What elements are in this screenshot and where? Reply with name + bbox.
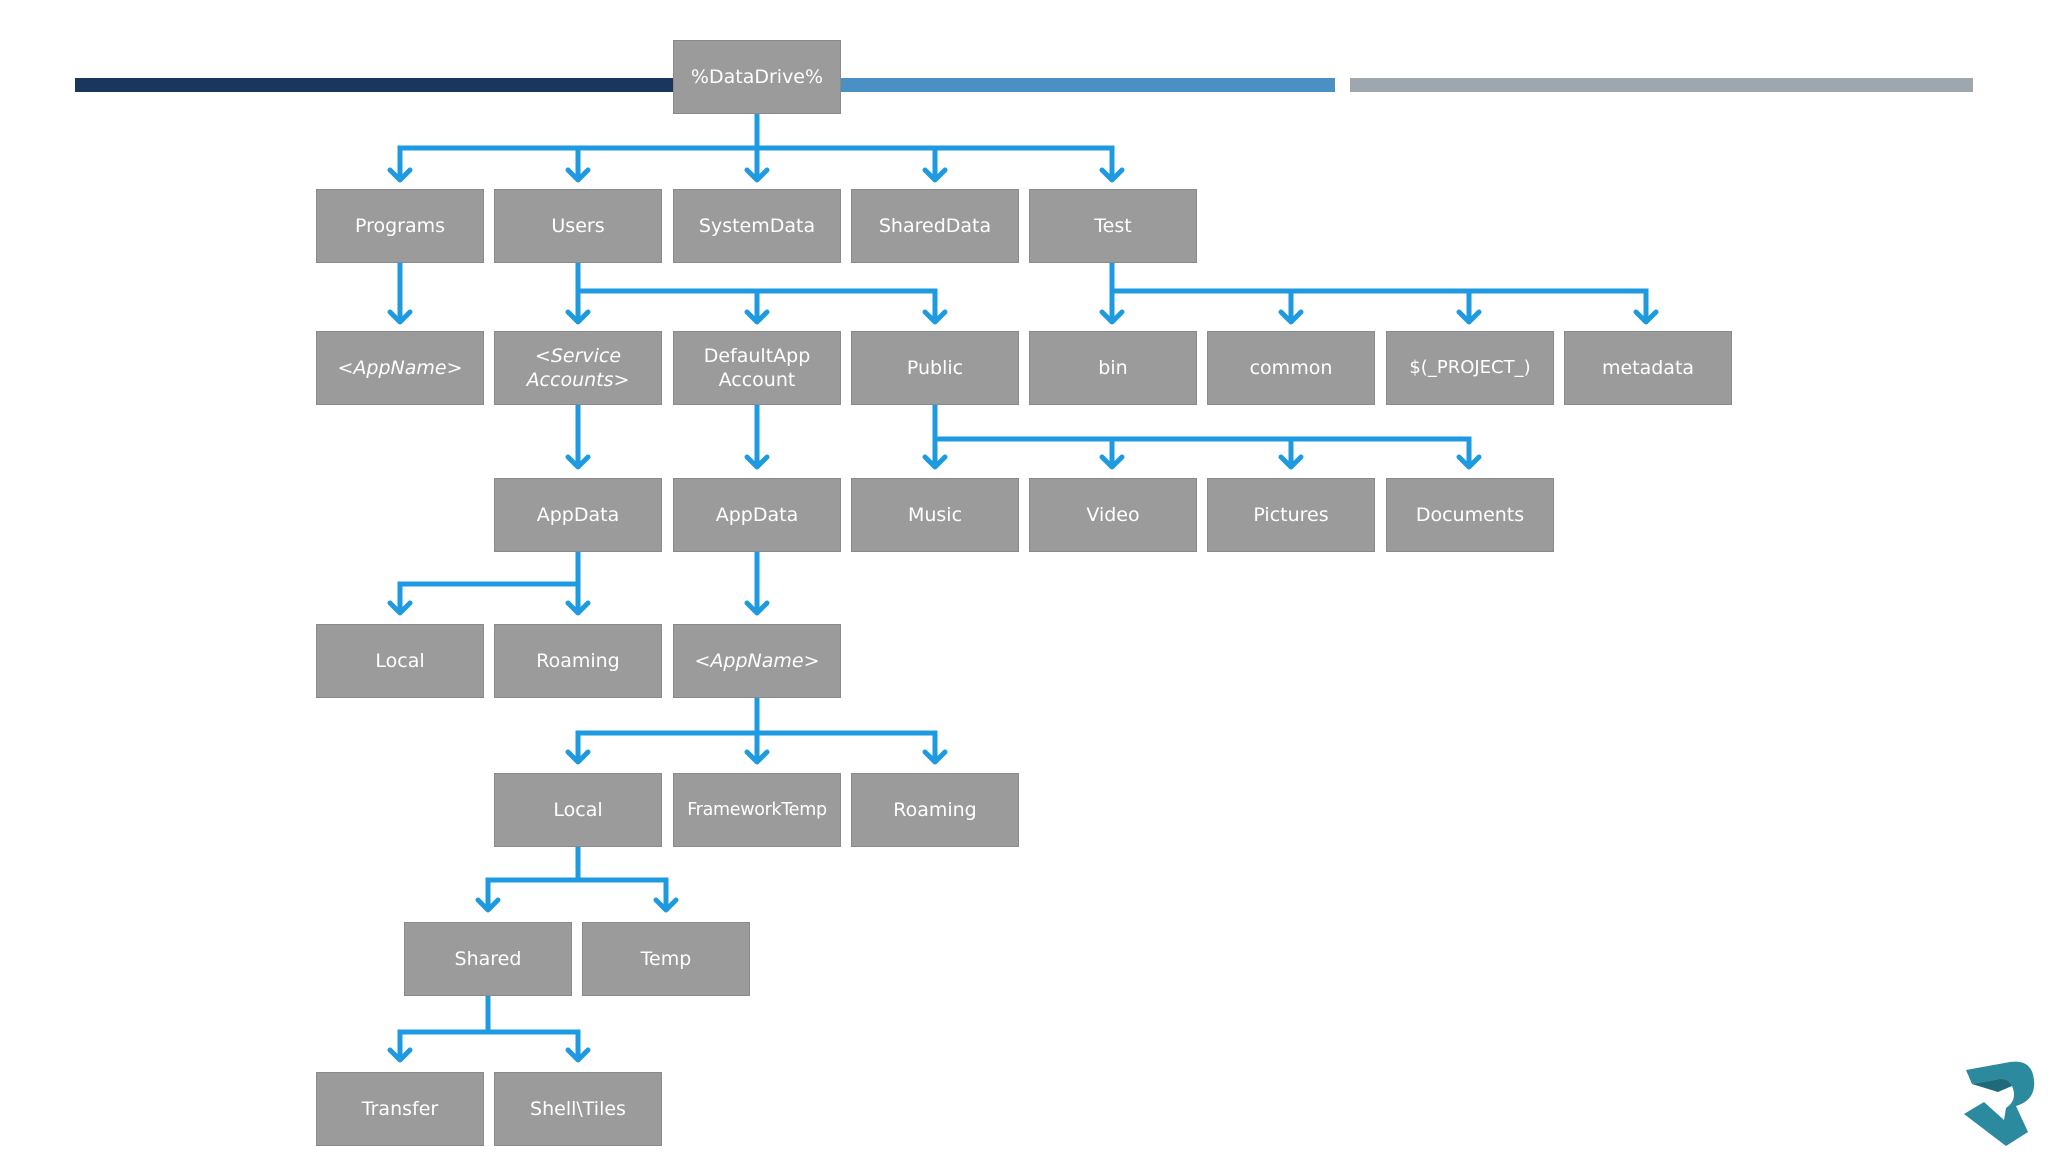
node-programs: Programs [316, 189, 484, 263]
node-test: Test [1029, 189, 1197, 263]
node-public: Public [851, 331, 1019, 405]
node-default-appdata: AppData [673, 478, 841, 552]
node-frameworktemp: FrameworkTemp [673, 773, 841, 847]
node-systemdata: SystemData [673, 189, 841, 263]
node-pictures: Pictures [1207, 478, 1375, 552]
node-service-accounts: <Service Accounts> [494, 331, 662, 405]
node-temp: Temp [582, 922, 750, 996]
node-shell-tiles: Shell\Tiles [494, 1072, 662, 1146]
node-programs-appname: <AppName> [316, 331, 484, 405]
node-bin: bin [1029, 331, 1197, 405]
node-users: Users [494, 189, 662, 263]
node-roaming: Roaming [494, 624, 662, 698]
node-music: Music [851, 478, 1019, 552]
header-bar-blue [840, 78, 1335, 92]
node-defaultapp-account: DefaultApp Account [673, 331, 841, 405]
brand-r-logo-icon [1964, 1061, 2035, 1146]
node-shared: Shared [404, 922, 572, 996]
node-service-appdata: AppData [494, 478, 662, 552]
node-root-datadrive: %DataDrive% [673, 40, 841, 114]
node-shareddata: SharedData [851, 189, 1019, 263]
node-transfer: Transfer [316, 1072, 484, 1146]
node-appname-local: Local [494, 773, 662, 847]
node-metadata: metadata [1564, 331, 1732, 405]
node-appname: <AppName> [673, 624, 841, 698]
node-appname-roaming: Roaming [851, 773, 1019, 847]
node-documents: Documents [1386, 478, 1554, 552]
header-bar-dark [75, 78, 675, 92]
node-project: $(_PROJECT_) [1386, 331, 1554, 405]
node-common: common [1207, 331, 1375, 405]
header-bar-gray [1350, 78, 1973, 92]
node-video: Video [1029, 478, 1197, 552]
node-local: Local [316, 624, 484, 698]
